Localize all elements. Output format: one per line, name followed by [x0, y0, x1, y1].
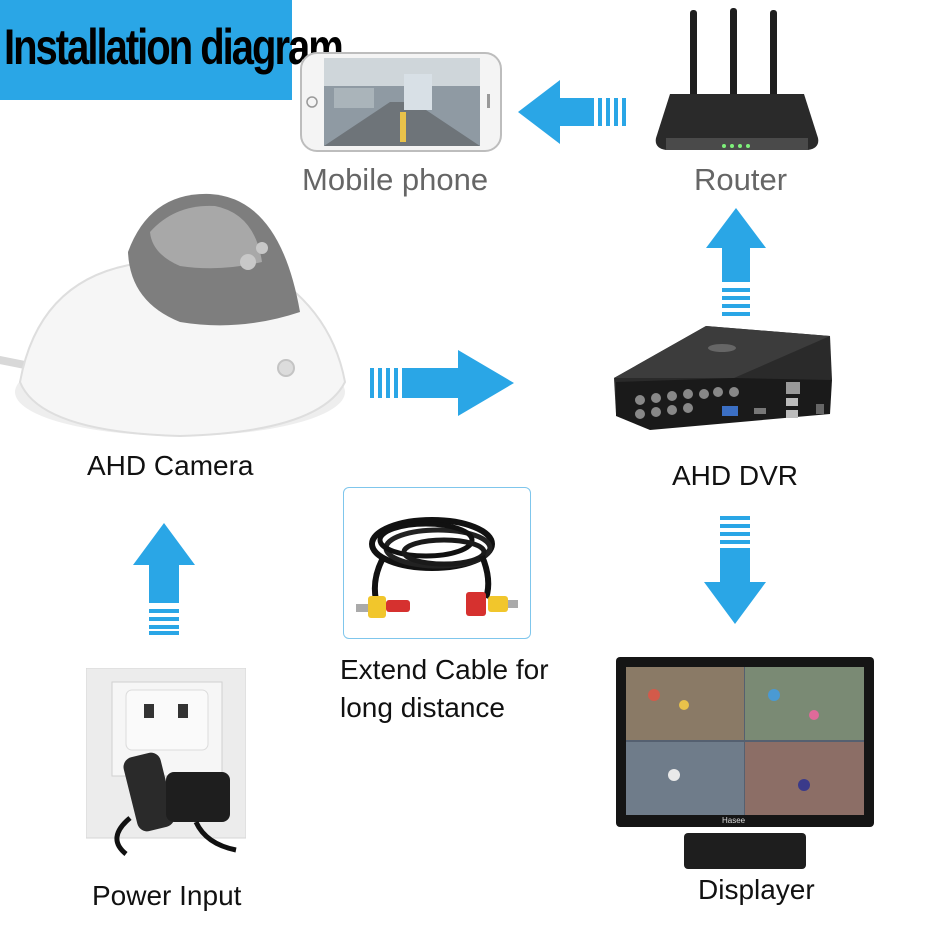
extend-cable-image: [352, 500, 522, 630]
mobile-phone-image: [300, 52, 502, 152]
router-image: [652, 8, 822, 160]
displayer-image: [614, 655, 876, 873]
extend-cable-label: Extend Cable for long distance: [340, 651, 549, 727]
displayer-label: Displayer: [698, 874, 815, 906]
diagram-title: Installation diagram: [4, 18, 233, 76]
power-input-label: Power Input: [92, 880, 241, 912]
ahd-dvr-label: AHD DVR: [672, 460, 798, 492]
router-label: Router: [694, 162, 787, 198]
power-input-image: [86, 668, 246, 858]
arrow-router-to-phone: [518, 80, 626, 144]
extend-cable-label-line-2: long distance: [340, 689, 549, 727]
ahd-dvr-image: [610, 318, 840, 438]
ahd-camera-image: [0, 192, 350, 442]
arrow-dvr-to-router: [706, 208, 766, 316]
monitor-brand: Hasee: [722, 816, 745, 825]
arrow-dvr-to-displayer: [704, 516, 766, 624]
extend-cable-label-line-1: Extend Cable for: [340, 651, 549, 689]
arrow-power-to-camera: [133, 523, 195, 635]
arrow-camera-to-dvr: [370, 350, 514, 416]
ahd-camera-label: AHD Camera: [87, 450, 253, 482]
